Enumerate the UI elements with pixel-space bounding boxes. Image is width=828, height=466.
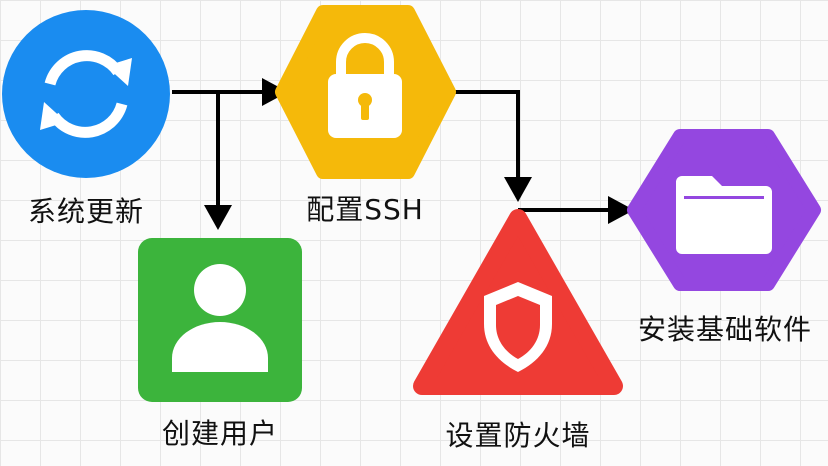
node-set-firewall bbox=[413, 209, 623, 395]
arrowhead-software bbox=[608, 196, 634, 224]
label-set-firewall: 设置防火墙 bbox=[445, 419, 591, 452]
node-create-user bbox=[138, 238, 302, 402]
node-configure-ssh bbox=[275, 5, 456, 179]
node-install-software bbox=[627, 129, 821, 291]
refresh-icon bbox=[44, 50, 128, 138]
label-create-user: 创建用户 bbox=[161, 417, 279, 450]
lock-icon bbox=[328, 33, 402, 138]
label-configure-ssh: 配置SSH bbox=[306, 193, 424, 226]
arrowhead-user bbox=[204, 205, 232, 230]
arrowhead-firewall bbox=[504, 177, 532, 202]
node-system-update bbox=[2, 10, 170, 178]
label-system-update: 系统更新 bbox=[27, 195, 145, 228]
user-icon bbox=[172, 264, 268, 372]
folder-icon bbox=[676, 176, 772, 254]
label-install-software: 安装基础软件 bbox=[637, 313, 813, 346]
shield-icon bbox=[484, 282, 552, 372]
arrow-ssh-to-firewall bbox=[448, 90, 520, 186]
